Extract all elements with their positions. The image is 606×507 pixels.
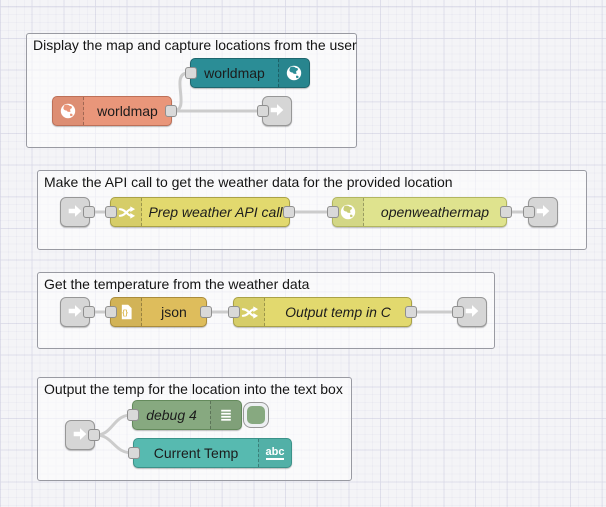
node-label: Current Temp <box>153 445 239 461</box>
group-title: Get the temperature from the weather dat… <box>44 276 310 292</box>
globe-icon <box>278 59 309 87</box>
node-worldmap-out[interactable]: worldmap <box>52 96 177 126</box>
node-label: worldmap <box>204 65 265 81</box>
node-label: json <box>161 304 187 320</box>
group-display-map[interactable]: Display the map and capture locations fr… <box>26 33 357 148</box>
output-port[interactable] <box>88 429 100 441</box>
output-port[interactable] <box>83 206 95 218</box>
node-link-out[interactable] <box>523 197 558 227</box>
group-title: Output the temp for the location into th… <box>44 381 343 397</box>
link-arrow-icon <box>66 202 84 223</box>
node-link-in[interactable] <box>60 197 95 227</box>
node-ui-text-current-temp[interactable]: Current Temp abc <box>128 438 292 468</box>
output-port[interactable] <box>165 105 177 117</box>
input-port[interactable] <box>127 409 139 421</box>
node-change-prep-weather[interactable]: Prep weather API call <box>105 197 295 227</box>
node-label: Output temp in C <box>285 304 391 320</box>
link-arrow-icon <box>268 101 286 122</box>
input-port[interactable] <box>105 306 117 318</box>
group-title: Display the map and capture locations fr… <box>33 37 357 53</box>
output-port[interactable] <box>405 306 417 318</box>
abc-icon: abc <box>258 439 291 467</box>
input-port[interactable] <box>185 67 197 79</box>
node-label: debug 4 <box>146 407 197 423</box>
output-port[interactable] <box>283 206 295 218</box>
node-label: worldmap <box>97 103 158 119</box>
node-label: openweathermap <box>380 204 490 220</box>
output-port[interactable] <box>200 306 212 318</box>
node-json[interactable]: {} json <box>105 297 212 327</box>
input-port[interactable] <box>228 306 240 318</box>
link-arrow-icon <box>463 302 481 323</box>
node-openweathermap[interactable]: openweathermap <box>327 197 512 227</box>
globe-icon <box>53 97 84 125</box>
node-link-out[interactable] <box>257 96 292 126</box>
node-link-in[interactable] <box>65 420 100 450</box>
input-port[interactable] <box>257 105 269 117</box>
input-port[interactable] <box>128 447 140 459</box>
input-port[interactable] <box>452 306 464 318</box>
shuffle-icon <box>111 198 142 226</box>
node-change-output-temp[interactable]: Output temp in C <box>228 297 417 327</box>
link-arrow-icon <box>534 202 552 223</box>
node-link-out[interactable] <box>452 297 487 327</box>
output-port[interactable] <box>83 306 95 318</box>
svg-text:{}: {} <box>122 308 128 317</box>
node-link-in[interactable] <box>60 297 95 327</box>
node-debug[interactable]: debug 4 <box>127 400 242 430</box>
debug-list-icon <box>210 401 241 429</box>
input-port[interactable] <box>523 206 535 218</box>
node-label: Prep weather API call <box>148 204 283 220</box>
debug-toggle-button[interactable] <box>243 402 269 428</box>
node-worldmap-in[interactable]: worldmap <box>185 58 310 88</box>
output-port[interactable] <box>500 206 512 218</box>
link-arrow-icon <box>71 425 89 446</box>
debug-enabled-indicator <box>247 406 265 424</box>
input-port[interactable] <box>327 206 339 218</box>
link-arrow-icon <box>66 302 84 323</box>
group-title: Make the API call to get the weather dat… <box>44 174 453 190</box>
input-port[interactable] <box>105 206 117 218</box>
